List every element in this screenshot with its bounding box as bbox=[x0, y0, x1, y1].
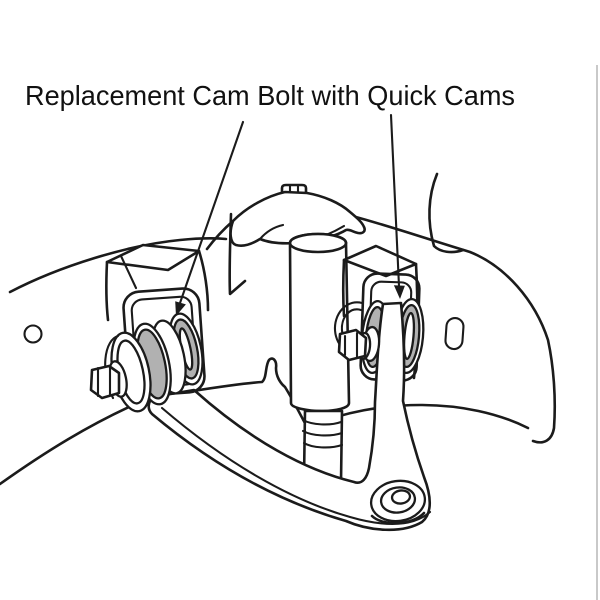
frame-slot bbox=[444, 317, 465, 351]
callout-arrows bbox=[175, 113, 405, 316]
right-bolt-hex-facets bbox=[343, 331, 359, 359]
ball-joint-stud bbox=[390, 489, 412, 505]
right-cam-bolt-arrow bbox=[389, 113, 405, 299]
left-bolt-hex-facets bbox=[96, 365, 112, 398]
ball-joint bbox=[369, 479, 427, 525]
left-cam-bolt-arrow bbox=[175, 120, 245, 316]
upper-control-arm bbox=[147, 301, 432, 532]
right-arrowhead-icon bbox=[393, 285, 405, 299]
diagram-title: Replacement Cam Bolt with Quick Cams bbox=[25, 80, 515, 111]
mount-lip bbox=[205, 219, 235, 251]
left-cam-bracket bbox=[89, 243, 210, 413]
right-bracket-left-edge bbox=[341, 258, 346, 318]
left-bracket-left-edge bbox=[105, 260, 110, 322]
fender-bottom-left-contour bbox=[0, 400, 142, 486]
shock-cylinder bbox=[288, 232, 351, 413]
right-bolt-hex-head bbox=[337, 328, 368, 362]
shock-absorber bbox=[288, 232, 351, 484]
left-bolt-hex-head bbox=[89, 364, 121, 400]
frame-right-contour bbox=[350, 214, 557, 444]
frame-hole bbox=[23, 324, 43, 344]
left-bracket-fold-line bbox=[119, 254, 138, 290]
left-bracket-right-edge bbox=[197, 249, 210, 312]
ball-joint-underside bbox=[370, 511, 426, 525]
shock-cylinder-top bbox=[288, 232, 348, 254]
right-bracket-top-face bbox=[342, 244, 418, 278]
right-cam-bolt bbox=[337, 325, 381, 363]
frame-right-hook bbox=[428, 172, 465, 254]
shock-top-mount bbox=[205, 183, 366, 251]
left-arrowhead-icon bbox=[175, 301, 186, 316]
left-cam-bolt bbox=[89, 360, 128, 400]
fender-top-left-contour bbox=[8, 237, 228, 294]
shock-collar-ribs bbox=[301, 418, 344, 449]
